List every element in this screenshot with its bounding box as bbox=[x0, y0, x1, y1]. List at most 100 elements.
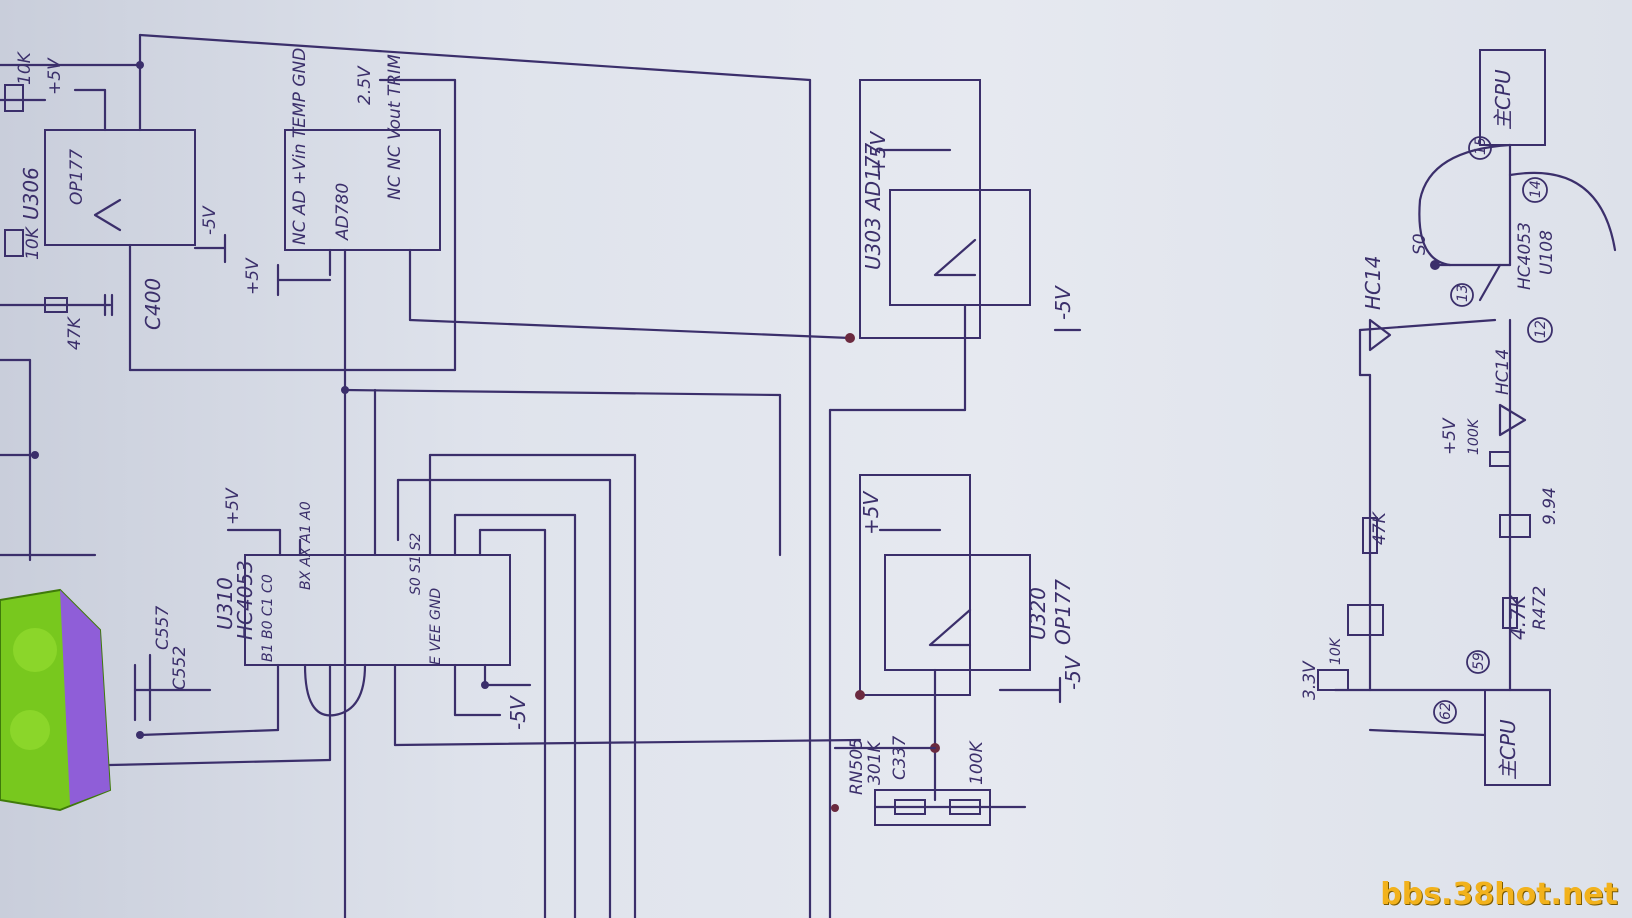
ad780-section: NC AD +Vin TEMP GND AD780 NC NC Vout TRI… bbox=[243, 48, 852, 918]
hc14-a-symbol bbox=[1368, 318, 1392, 352]
label-mcu-top: 主CPU bbox=[1491, 69, 1515, 130]
label-hc4053-b: HC4053 bbox=[1515, 222, 1535, 290]
label-u306: U306 bbox=[19, 167, 43, 220]
label-10k-bot: 10K bbox=[23, 225, 43, 260]
label-pin12: 12 bbox=[1533, 320, 1549, 338]
label-plus5-b: +5V bbox=[243, 257, 263, 295]
label-hc4053: HC4053 bbox=[233, 560, 257, 640]
junction bbox=[1430, 260, 1440, 270]
label-c557: C557 bbox=[153, 605, 173, 650]
wire bbox=[1508, 171, 1617, 252]
u320-section: +5V U320 OP177 -5V C337 RN505 301K 100K bbox=[831, 474, 1085, 826]
label-mcu-bot: 主CPU bbox=[1496, 719, 1520, 780]
switch-blade bbox=[1478, 263, 1502, 302]
mcu-section: 主CPU 主CPU 15 14 13 12 59 62 HC14 HC14 S0… bbox=[1300, 49, 1617, 786]
label-10k-top: 10K bbox=[15, 50, 35, 85]
label-s0: S0 bbox=[1410, 233, 1430, 255]
label-pins-pwr: E VEE GND bbox=[428, 588, 444, 665]
junction bbox=[31, 451, 39, 459]
label-4-7k: 4.7K bbox=[1506, 593, 1530, 640]
pin-15-marker bbox=[1468, 136, 1492, 160]
label-2v5: 2.5V bbox=[355, 65, 375, 105]
label-47k: 47K bbox=[65, 315, 85, 350]
label-hc14-b: HC14 bbox=[1493, 349, 1513, 395]
label-plus5-e: +5V bbox=[859, 491, 883, 535]
transistor-q94 bbox=[1499, 514, 1531, 538]
label-c400: C400 bbox=[141, 278, 165, 330]
junction-red bbox=[855, 690, 865, 700]
label-3v3: 3.3V bbox=[1300, 660, 1320, 700]
label-plus5-f: +5V bbox=[1440, 417, 1460, 455]
u320-opamp-symbol bbox=[928, 608, 972, 647]
pin-59-marker bbox=[1466, 650, 1490, 674]
label-ad780-pins-left: NC AD +Vin TEMP GND bbox=[290, 48, 310, 245]
wire bbox=[408, 318, 852, 340]
wire bbox=[343, 388, 782, 397]
junction bbox=[136, 61, 144, 69]
u310-body bbox=[244, 554, 511, 666]
label-c337: C337 bbox=[890, 735, 910, 780]
u320-frame bbox=[859, 474, 971, 696]
wire bbox=[138, 728, 280, 737]
junction bbox=[136, 731, 144, 739]
label-op177-b: OP177 bbox=[1051, 579, 1075, 645]
label-minus5-d: -5V bbox=[1061, 655, 1085, 690]
label-pin15: 15 bbox=[1473, 137, 1489, 155]
label-ad780-name: AD780 bbox=[333, 183, 353, 241]
label-ad177: AD177 bbox=[861, 142, 885, 212]
label-100k-b: 100K bbox=[1466, 417, 1482, 455]
pin-13-marker bbox=[1450, 283, 1474, 307]
label-47k-a: 47K bbox=[1370, 510, 1390, 545]
label-plus5-c: +5V bbox=[866, 131, 890, 175]
resistor-47k bbox=[44, 297, 68, 313]
label-u108: U108 bbox=[1537, 230, 1557, 275]
label-r472: R472 bbox=[1530, 586, 1550, 630]
label-pin14: 14 bbox=[1528, 180, 1544, 198]
junction-red bbox=[831, 804, 839, 812]
label-q94: 9.94 bbox=[1540, 487, 1560, 525]
label-100k: 100K bbox=[967, 740, 987, 785]
pin-14-marker bbox=[1522, 177, 1548, 203]
label-minus5-a: -5V bbox=[200, 205, 220, 235]
ad780-body bbox=[284, 129, 441, 251]
wire bbox=[1418, 143, 1512, 267]
wire bbox=[138, 33, 812, 82]
label-plus5-d: +5V bbox=[223, 487, 243, 525]
label-pin13: 13 bbox=[1455, 284, 1471, 302]
label-pin59: 59 bbox=[1471, 652, 1487, 670]
label-plus5-a: +5V bbox=[45, 57, 65, 95]
green-toy-block bbox=[0, 588, 112, 812]
u303-section: +5V U303 AD177 -5V bbox=[828, 79, 1082, 918]
wire bbox=[1368, 728, 1487, 737]
label-u303: U303 bbox=[861, 217, 885, 270]
label-10k-c: 10K bbox=[1328, 636, 1344, 665]
u320-body bbox=[884, 554, 1031, 671]
pin-12-marker bbox=[1527, 317, 1553, 343]
label-op177-a: OP177 bbox=[67, 149, 87, 205]
wire bbox=[393, 738, 862, 747]
label-ad780-pins-right: NC NC Vout TRIM bbox=[385, 54, 405, 200]
wire bbox=[108, 758, 332, 767]
label-pins-top: BX AX A1 A0 bbox=[298, 501, 314, 590]
u303-frame bbox=[859, 79, 981, 339]
label-pins-bot: B1 B0 C1 C0 bbox=[260, 574, 276, 662]
u303-body bbox=[889, 189, 1031, 306]
resistor-10k-c bbox=[1317, 669, 1349, 691]
label-minus5-b: -5V bbox=[1051, 285, 1075, 320]
label-pins-sel: S0 S1 S2 bbox=[408, 533, 424, 595]
transistor-block bbox=[1347, 604, 1384, 636]
u306-section: 10K +5V U306 OP177 10K -5V 47K C400 bbox=[0, 33, 812, 918]
label-301k: 301K bbox=[865, 740, 885, 785]
label-pin62: 62 bbox=[1438, 702, 1454, 720]
resistor-10k-bot bbox=[4, 229, 24, 257]
label-c552: C552 bbox=[170, 646, 190, 690]
hc14-b-symbol bbox=[1498, 403, 1527, 437]
label-hc14-a: HC14 bbox=[1361, 256, 1385, 310]
resistor-100k-b bbox=[1489, 451, 1511, 467]
junction-red bbox=[845, 333, 855, 343]
pin-62-marker bbox=[1433, 700, 1457, 724]
resistor-47k-a bbox=[1362, 517, 1378, 554]
wire-loop bbox=[303, 663, 367, 717]
